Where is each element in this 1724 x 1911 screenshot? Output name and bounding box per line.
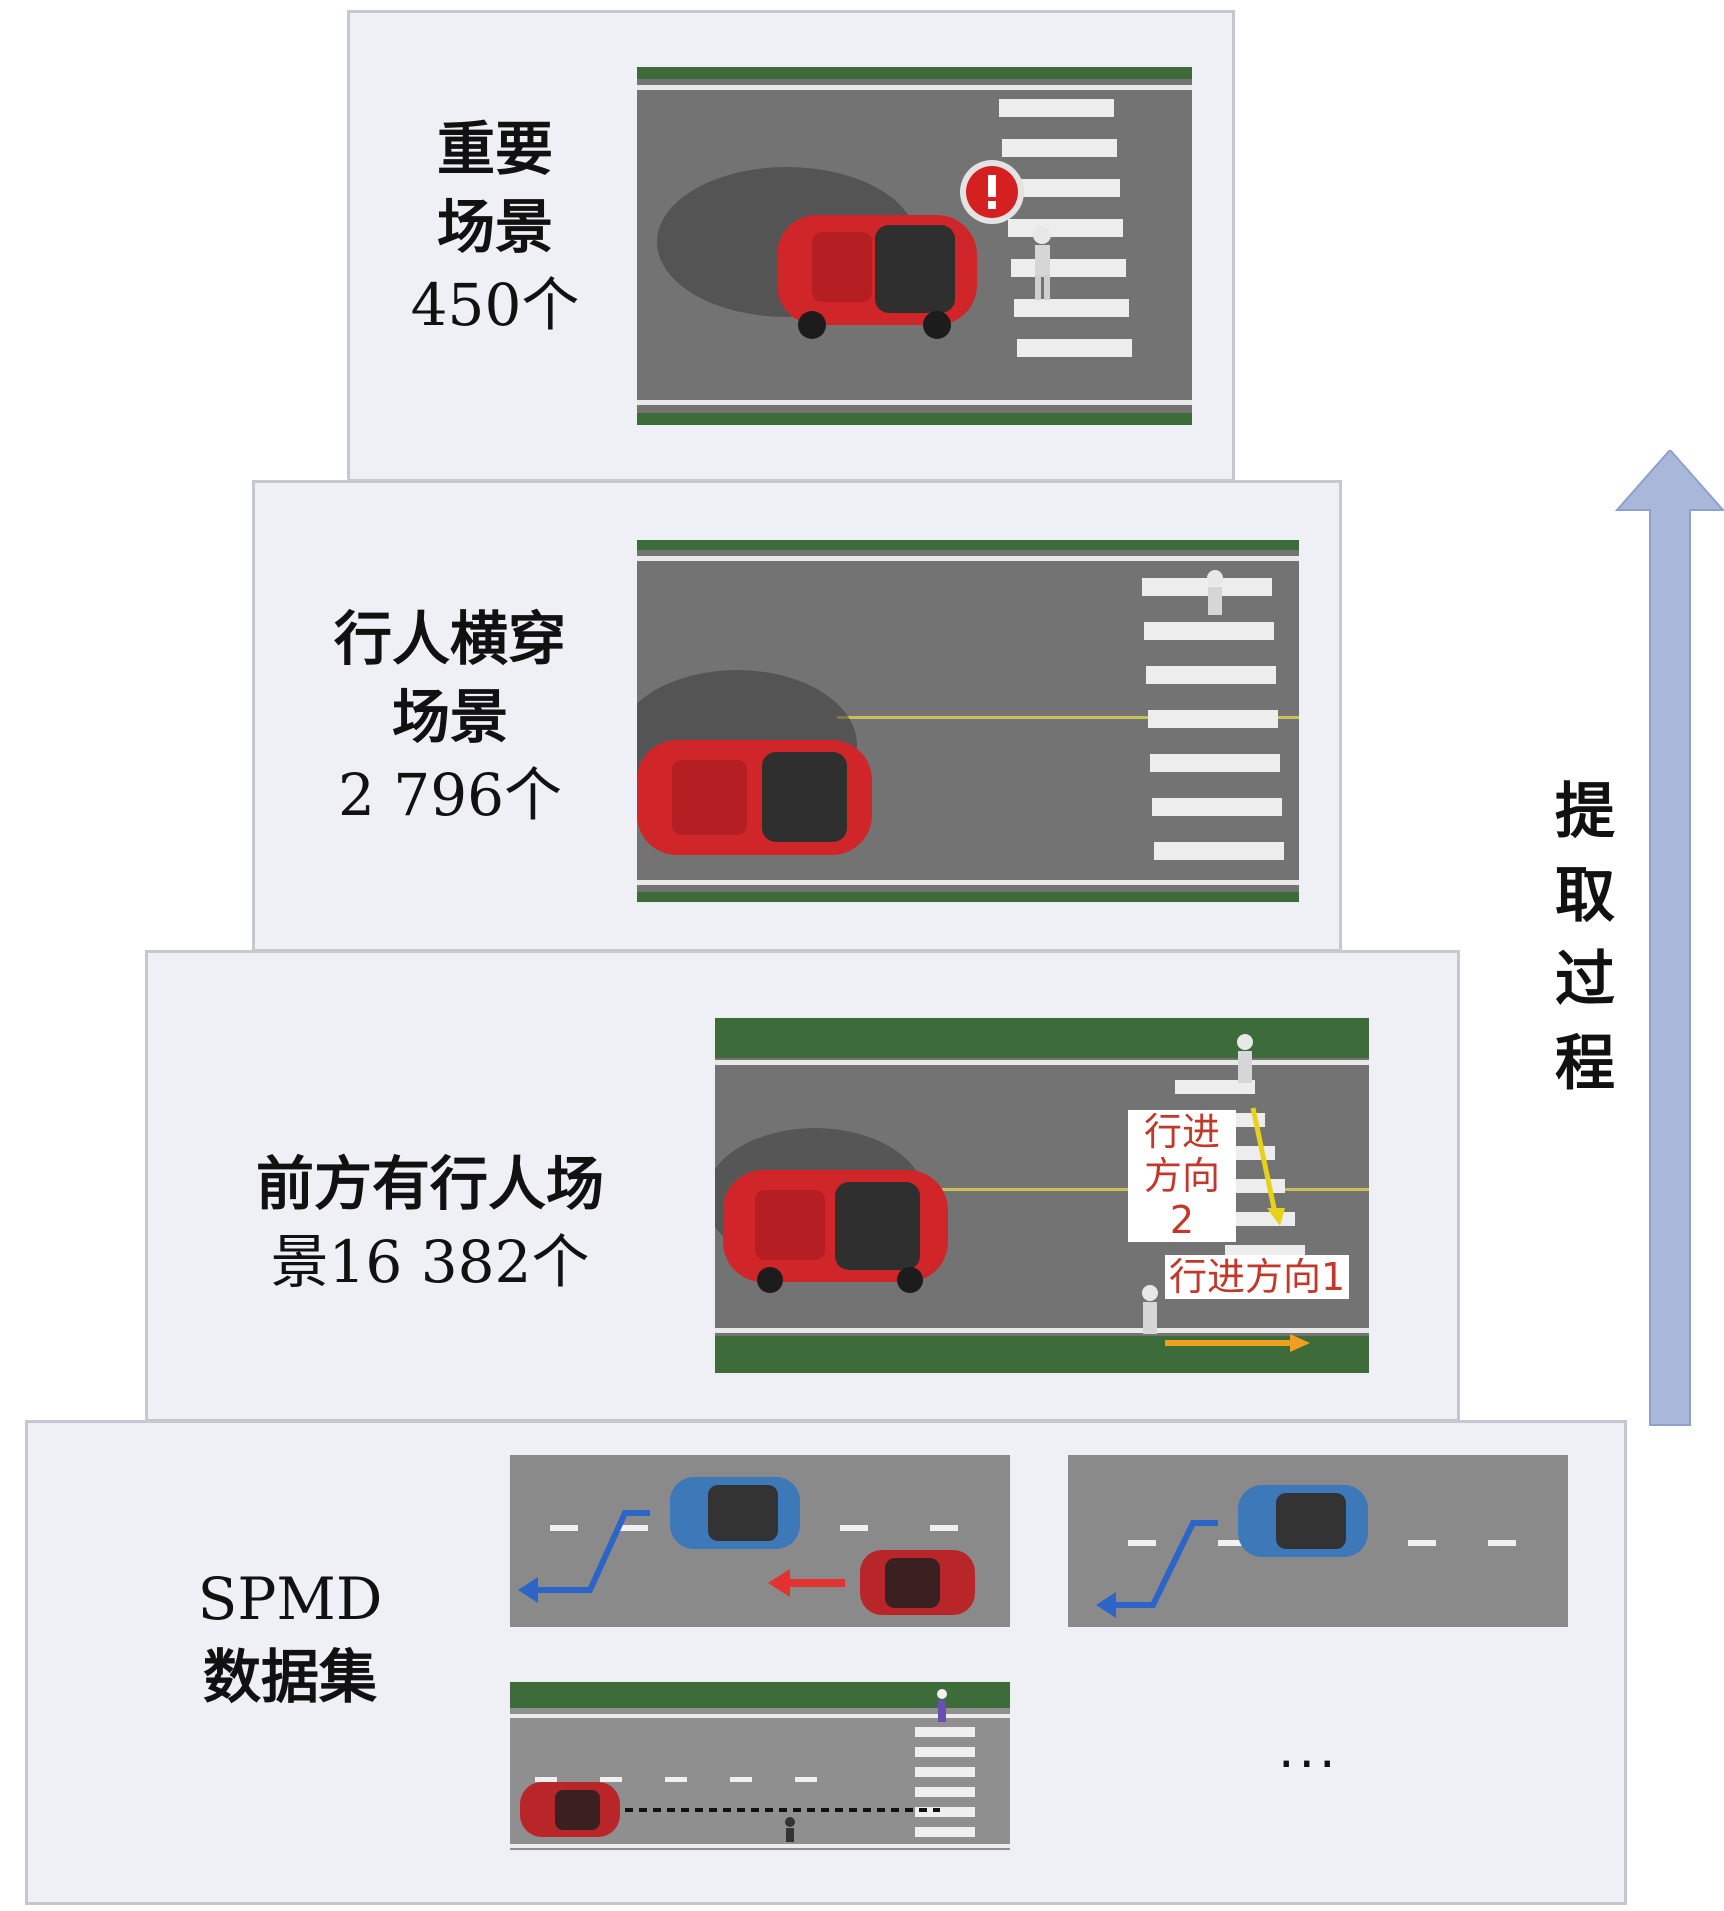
red-car-icon (723, 1170, 948, 1293)
process-char-4: 程 (1555, 1029, 1615, 1099)
direction-1-tag: 行进方向1 (1165, 1255, 1350, 1299)
tier-2-title-line1: 行人横穿 (333, 605, 566, 673)
red-car-icon (520, 1782, 620, 1837)
scene-pedestrian-ahead-image (715, 1018, 1369, 1373)
spmd-lane-change-image-2 (1068, 1455, 1568, 1627)
tier-3-title-line2: 景16 382个 (270, 1228, 590, 1296)
spmd-crosswalk-image (510, 1682, 1010, 1850)
pedestrian-icon (1033, 226, 1051, 300)
direction-2-line2: 方向2 (1143, 1154, 1220, 1242)
blue-car-icon (1238, 1485, 1368, 1557)
direction-2-line1: 行进 (1143, 1110, 1220, 1154)
red-car-icon (637, 740, 872, 855)
tier-3-title-line1: 前方有行人场 (255, 1150, 604, 1218)
yellow-arrow-icon (1250, 1107, 1285, 1226)
direction-1-text: 行进方向1 (1169, 1255, 1346, 1299)
scene-crossing-image (637, 540, 1299, 902)
more-samples-ellipsis: ··· (1278, 1735, 1340, 1795)
extraction-process-arrow (1614, 448, 1724, 1430)
warning-icon (960, 160, 1024, 224)
pedestrian-icon (1237, 1034, 1253, 1083)
tier-2-label: 行人横穿 场景 2 796个 (300, 600, 600, 834)
orange-arrow-icon (1165, 1334, 1310, 1352)
pedestrian-icon (785, 1817, 795, 1842)
process-char-1: 提 (1555, 777, 1615, 847)
tier-4-title-line1: SPMD (197, 1565, 383, 1633)
spmd-lane-change-image (510, 1455, 1010, 1627)
scene-important-image (637, 67, 1192, 425)
red-car-icon (860, 1550, 975, 1615)
direction-2-tag: 行进 方向2 (1128, 1110, 1236, 1242)
blue-car-icon (670, 1477, 800, 1549)
process-char-2: 取 (1555, 861, 1615, 931)
tier-2-count: 2 796个 (337, 761, 563, 829)
pedestrian-icon (1142, 1285, 1158, 1334)
process-char-3: 过 (1555, 945, 1615, 1015)
pedestrian-icon (937, 1689, 947, 1722)
tier-1-count: 450个 (410, 271, 580, 339)
tier-4-title-line2: 数据集 (202, 1643, 377, 1711)
pedestrian-icon (1207, 570, 1223, 615)
tier-1-title-line2: 场景 (436, 193, 553, 261)
red-car-icon (777, 215, 977, 339)
tier-1-title-line1: 重要 (436, 115, 553, 183)
tier-1-label: 重要 场景 450个 (390, 110, 600, 344)
tier-2-title-line2: 场景 (391, 683, 508, 751)
extraction-process-label: 提 取 过 程 (1545, 770, 1625, 1106)
tier-3-label: 前方有行人场 景16 382个 (230, 1145, 630, 1301)
tier-4-label: SPMD 数据集 (160, 1560, 420, 1716)
